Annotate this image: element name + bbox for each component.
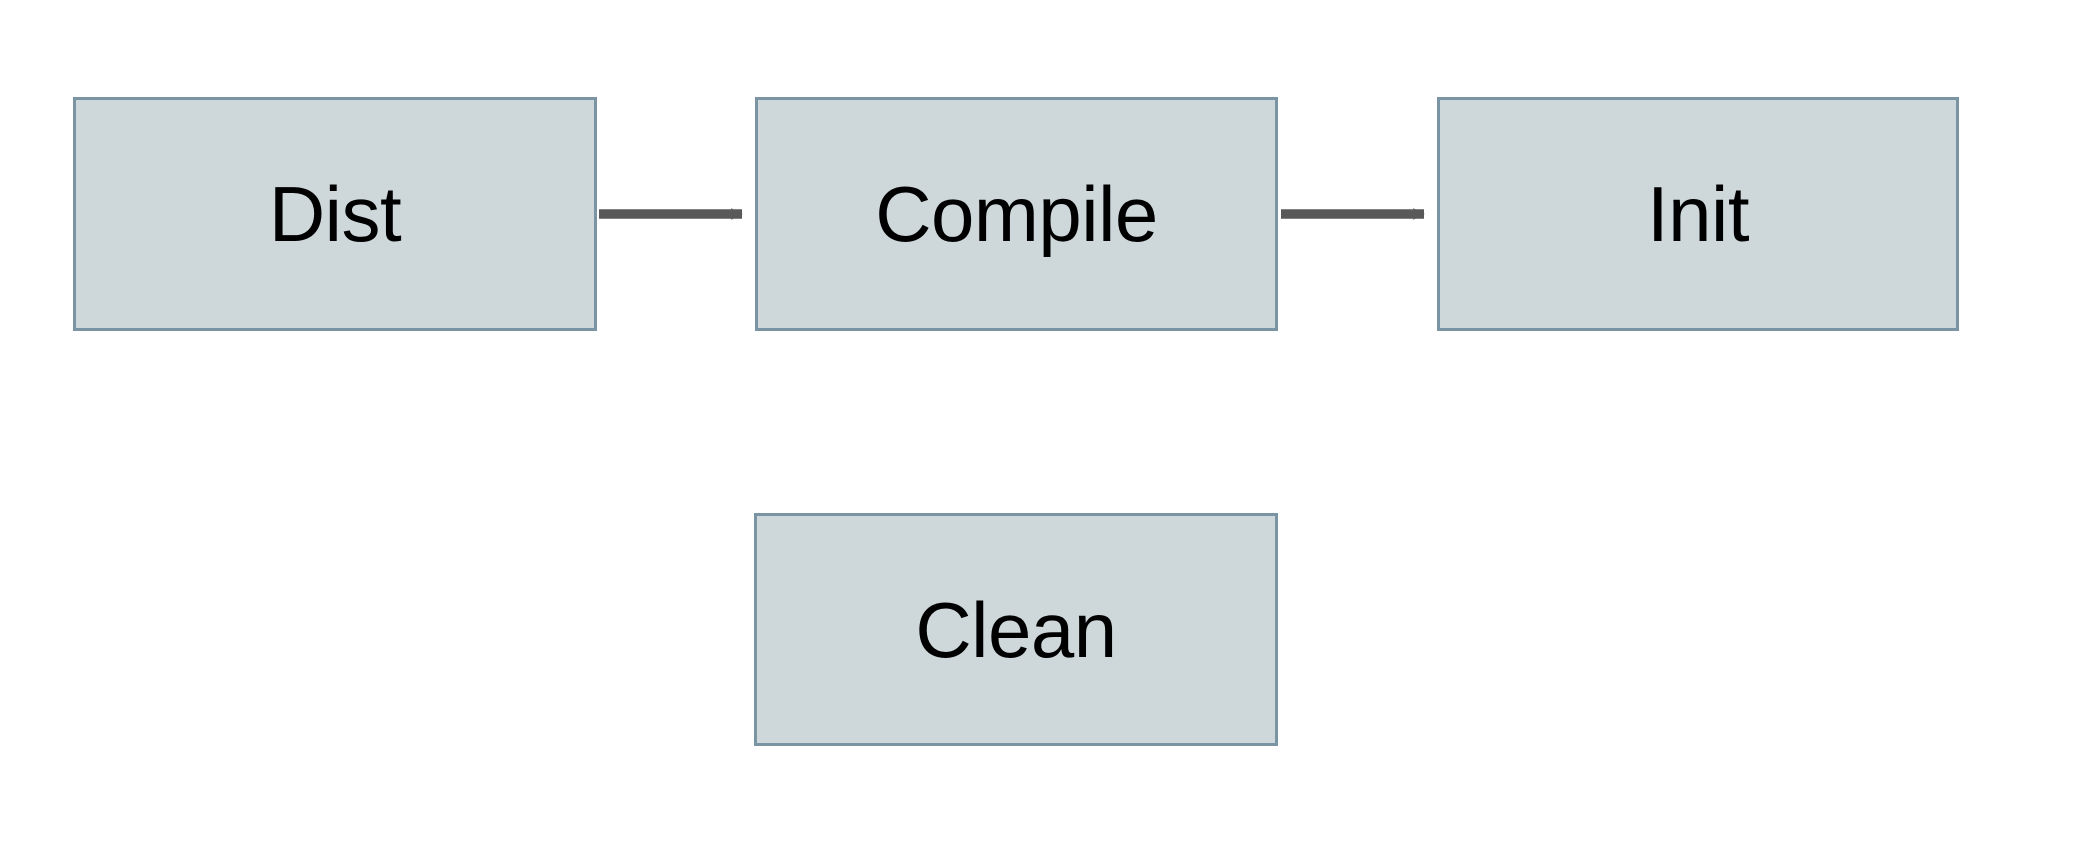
- node-init-label: Init: [1646, 170, 1750, 258]
- node-clean-label: Clean: [915, 585, 1117, 674]
- node-compile-label: Compile: [875, 170, 1158, 258]
- node-compile[interactable]: Compile: [755, 97, 1278, 331]
- node-clean[interactable]: Clean: [754, 513, 1278, 746]
- node-dist[interactable]: Dist: [73, 97, 597, 331]
- node-init[interactable]: Init: [1437, 97, 1959, 331]
- node-dist-label: Dist: [268, 170, 402, 258]
